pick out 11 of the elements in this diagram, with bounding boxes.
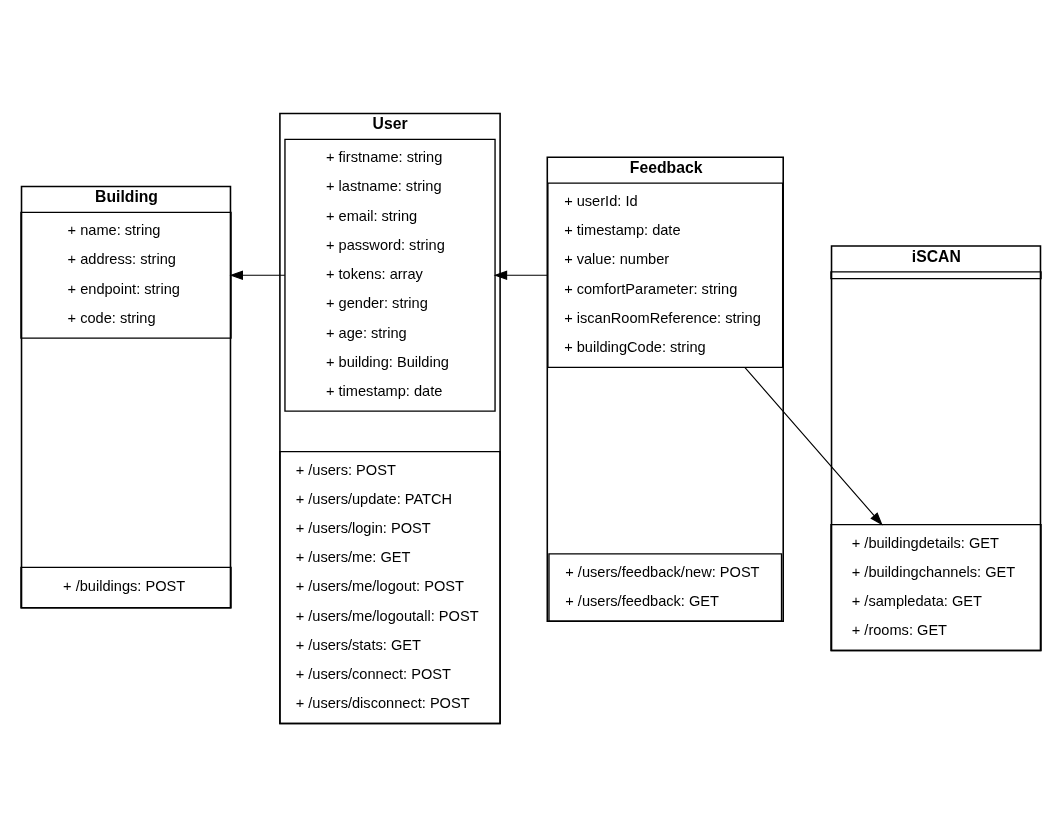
node-box: + name: string + address: string + endpoint: string + code: string — [20, 211, 232, 339]
arrow — [229, 270, 286, 280]
node-box — [830, 270, 1042, 279]
node-box: + firstname: string + lastname: string + email: string + password: string + tokens: array + gender: string + age: string + building: Building + timestamp: date — [284, 138, 496, 412]
node-box: + /buildingdetails: GET + /buildingchannels: GET + /sampledata: GET + /rooms: GET — [830, 523, 1042, 651]
node-box: + /users: POST + /users/update: PATCH + /users/login: POST + /users/me: GET + /users/me/logout: POST + /users/me/logoutall: POST + /users/stats: GET + /users/connect: POST + /users/disconnect: POST — [279, 450, 501, 724]
node-box: + userId: Id + timestamp: date + value: number + comfortParameter: string + iscanRoomReference: string + buildingCode: string — [547, 181, 784, 368]
node-box: + /buildings: POST — [20, 566, 232, 608]
node-box: + /users/feedback/new: POST + /users/feedback: GET — [548, 552, 783, 622]
arrow — [493, 270, 549, 280]
arrow — [744, 366, 883, 525]
